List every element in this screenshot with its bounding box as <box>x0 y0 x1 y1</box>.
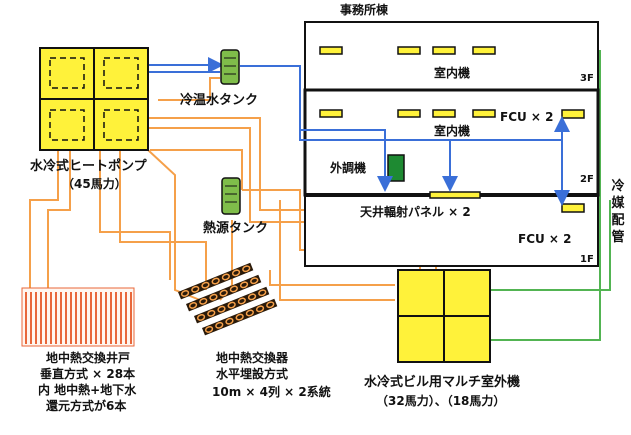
hx-row <box>178 262 254 300</box>
floor-2f <box>303 88 600 197</box>
wells-label-line1: 地中熱交換井戸 <box>46 350 130 365</box>
hx-coil <box>247 293 257 301</box>
hx-coil <box>231 269 241 277</box>
vertical-ground-wells <box>21 287 135 347</box>
floor-label-1f: 1F <box>580 254 594 265</box>
hx-coil <box>235 313 244 321</box>
indoor-unit <box>432 109 456 118</box>
hx-coil <box>237 297 246 305</box>
office-title: 事務所棟 <box>340 2 389 17</box>
indoor-unit <box>319 46 343 55</box>
hx-coil <box>204 326 214 333</box>
hx-coil <box>255 305 265 313</box>
water-cooled-heat-pump <box>39 47 149 151</box>
multi-unit-label-line1: 水冷式ビル用マルチ室外機 <box>364 374 520 390</box>
hx-row <box>186 274 262 312</box>
hx-coil <box>219 289 228 297</box>
hot-cold-tank-label: 冷温水タンク <box>180 92 258 108</box>
hx-coil <box>221 273 230 281</box>
heat-pump-capacity: （45馬力） <box>62 176 127 191</box>
indoor-unit <box>397 109 421 118</box>
floor-label-2f: 2F <box>580 174 594 185</box>
wells-label-line4: 還元方式が6本 <box>46 398 126 413</box>
hx-label-line2: 水平埋設方式 <box>216 366 288 381</box>
indoor-unit <box>397 46 421 55</box>
radiant-panel-label: 天井輻射パネル × 2 <box>360 204 471 219</box>
hx-row <box>194 286 270 324</box>
horizontal-ground-exchanger <box>178 262 278 336</box>
hx-coil <box>245 309 254 317</box>
hx-coil <box>225 317 234 325</box>
chilled-water-pipes <box>148 57 570 206</box>
hx-coil <box>180 290 190 297</box>
hx-coil <box>217 305 226 313</box>
indoor-unit <box>472 46 496 55</box>
wells-label-line2: 垂直方式 × 28本 <box>40 366 135 381</box>
hx-coil <box>266 301 275 309</box>
fcu-label-2f: FCU × 2 <box>500 110 554 124</box>
indoor-unit-label-2f: 室内機 <box>434 123 470 138</box>
hx-label-line3: 10m × 4列 × 2系統 <box>212 384 331 399</box>
hx-coil <box>209 293 218 301</box>
outdoor-conditioner-label: 外調機 <box>330 160 366 175</box>
office-building: 事務所棟 3F 2F 1F 室内機 室内機 FCU × 2 FCU × 2 外調… <box>303 2 600 267</box>
indoor-unit <box>432 46 456 55</box>
multi-unit-label-line2: （32馬力）、（18馬力） <box>376 393 505 408</box>
warm-water-pipes <box>29 77 437 301</box>
indoor-unit <box>319 109 343 118</box>
fcu-unit <box>561 109 585 119</box>
fcu-label-1f: FCU × 2 <box>518 232 572 246</box>
hx-coil <box>229 285 238 293</box>
hx-label-line1: 地中熱交換器 <box>216 350 289 365</box>
hx-coil <box>258 289 267 297</box>
hx-coil <box>201 281 210 289</box>
indoor-unit-label-3f: 室内機 <box>434 65 470 80</box>
hx-row <box>202 298 278 336</box>
water-cooled-multi-outdoor-unit <box>397 269 491 363</box>
floor-label-3f: 3F <box>580 73 594 84</box>
radiant-panel <box>429 191 481 199</box>
svg-text:冷媒配管: 冷媒配管 <box>611 178 625 245</box>
hx-coil <box>199 297 208 305</box>
outdoor-conditioner <box>387 154 405 182</box>
hx-coil <box>188 302 198 309</box>
heat-source-tank <box>221 177 241 215</box>
wells-label-line3: 内 地中熱+地下水 <box>38 382 137 397</box>
hx-coil <box>227 301 236 309</box>
hot-cold-water-tank <box>220 49 240 85</box>
hx-coil <box>207 309 216 317</box>
hx-coil <box>196 314 206 321</box>
fcu-unit <box>561 203 585 213</box>
heat-pump-label: 水冷式ヒートポンプ <box>30 158 148 174</box>
hx-coil <box>239 281 249 289</box>
heat-source-tank-label: 熱源タンク <box>203 220 268 236</box>
hx-coil <box>242 265 251 273</box>
indoor-unit <box>472 109 496 118</box>
refrigerant-pipe-label: 冷媒配管 <box>611 178 625 245</box>
floor-1f <box>304 195 599 267</box>
floor-3f <box>304 21 599 93</box>
hx-coil <box>250 277 259 285</box>
hx-coil <box>211 277 220 285</box>
hx-coil <box>215 321 224 329</box>
hx-coil <box>191 285 200 293</box>
